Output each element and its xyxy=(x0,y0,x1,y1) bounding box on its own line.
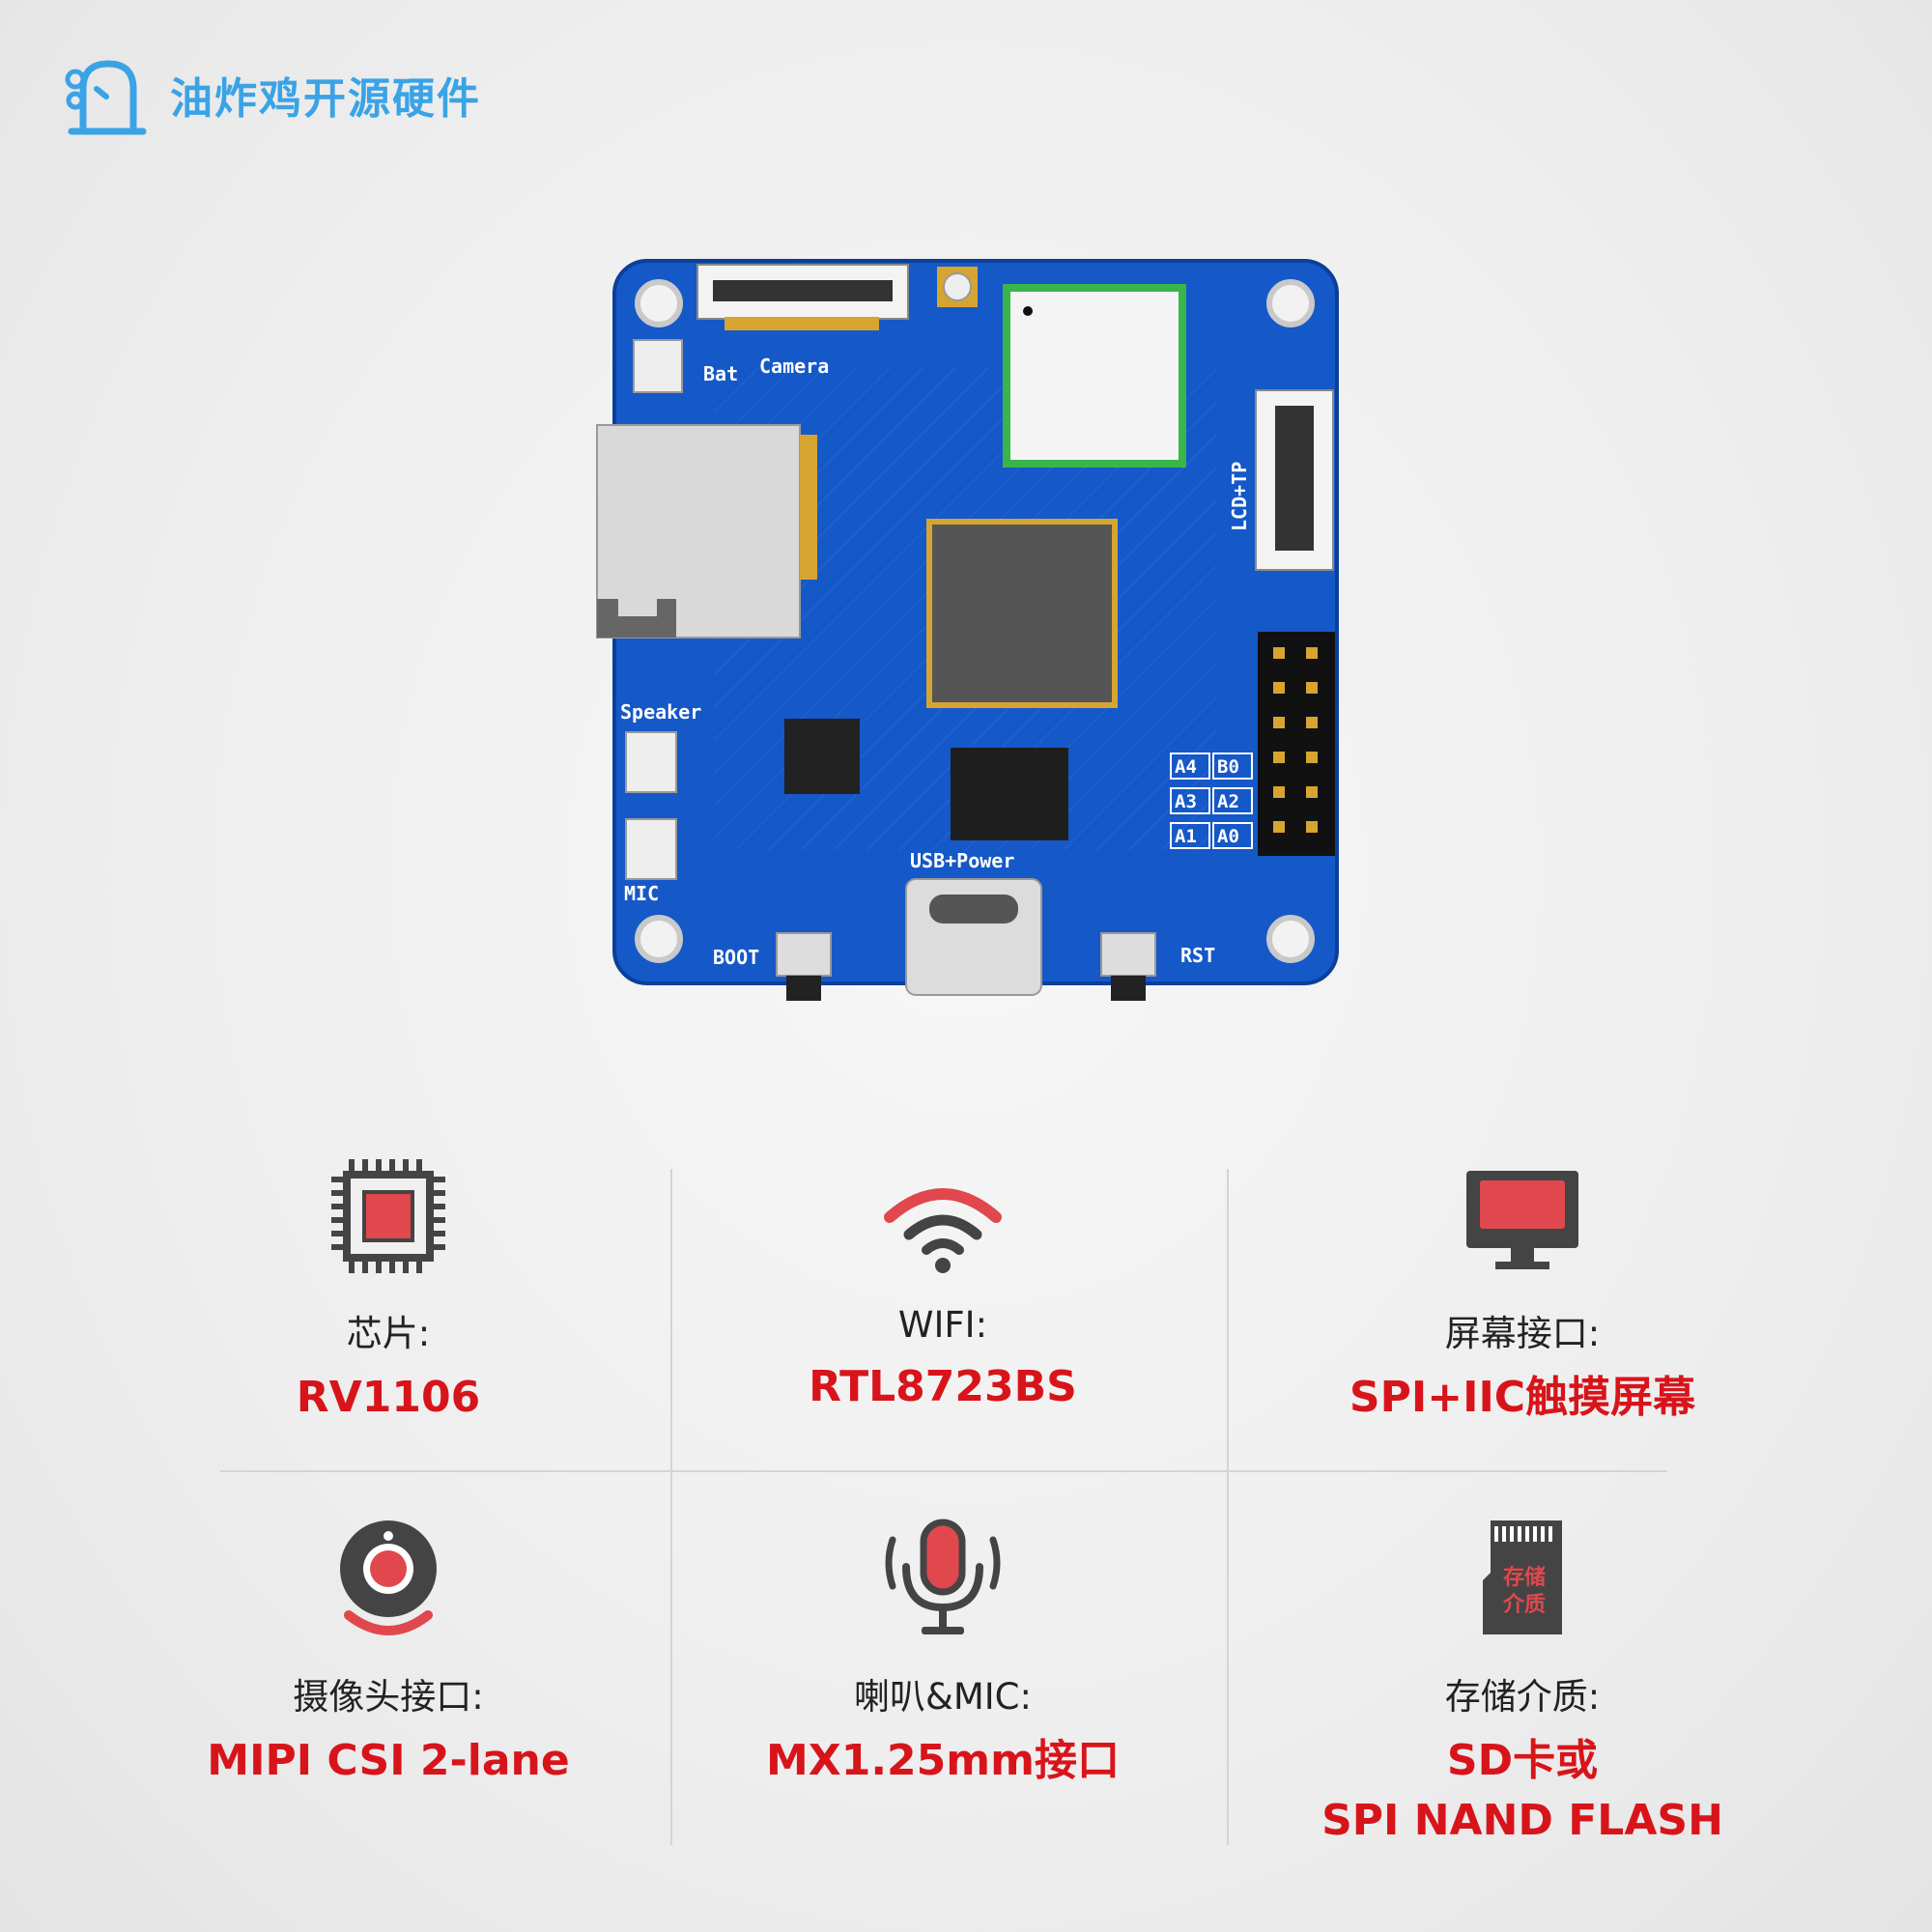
spec-audio-label: 喇叭&MIC: xyxy=(854,1676,1032,1718)
spec-audio-value: MX1.25mm接口 xyxy=(766,1736,1120,1785)
brand-header: 油炸鸡开源硬件 xyxy=(62,50,481,139)
silk-lcd-tp: LCD+TP xyxy=(1228,462,1251,531)
microphone-icon xyxy=(885,1519,1001,1634)
spec-audio: 喇叭&MIC: MX1.25mm接口 xyxy=(672,1513,1213,1791)
spec-storage-value-line2: SPI NAND FLASH xyxy=(1321,1796,1723,1845)
spec-chip-label: 芯片: xyxy=(346,1313,431,1354)
spec-camera-label: 摄像头接口: xyxy=(293,1676,484,1718)
pin-label-a3: A3 xyxy=(1175,791,1197,812)
pcb-board-drawing: Bat Camera Speaker MIC USB+Power BOOT RS… xyxy=(596,259,1339,1001)
brand-name: 油炸鸡开源硬件 xyxy=(170,74,481,124)
spec-camera: 摄像头接口: MIPI CSI 2-lane xyxy=(118,1513,659,1791)
spec-storage-value-line1: SD卡或 xyxy=(1446,1736,1599,1785)
spec-storage-label: 存储介质: xyxy=(1444,1676,1601,1718)
pin-label-b0: B0 xyxy=(1217,756,1239,778)
silk-speaker: Speaker xyxy=(620,700,701,724)
pin-label-a1: A1 xyxy=(1175,826,1197,847)
wifi-icon xyxy=(884,1188,1002,1273)
pin-label-a4: A4 xyxy=(1175,756,1197,778)
sd-card-icon: 存储 介质 xyxy=(1483,1520,1562,1634)
pcb-board-image: Bat Camera Speaker MIC USB+Power BOOT RS… xyxy=(580,251,1352,1005)
monitor-icon xyxy=(1466,1171,1578,1269)
spec-wifi-value: RTL8723BS xyxy=(809,1362,1077,1411)
spec-storage-value: SD卡或 SPI NAND FLASH xyxy=(1252,1731,1793,1851)
spec-screen-label: 屏幕接口: xyxy=(1444,1313,1601,1354)
silk-camera: Camera xyxy=(759,355,829,378)
chip-icon xyxy=(331,1159,445,1273)
sd-card-text-1: 存储 xyxy=(1503,1565,1546,1590)
pin-label-a2: A2 xyxy=(1217,791,1239,812)
spec-storage: 存储 介质 存储介质: SD卡或 SPI NAND FLASH xyxy=(1252,1513,1793,1851)
spec-chip: 芯片: RV1106 xyxy=(118,1150,659,1428)
spec-screen-value: SPI+IIC触摸屏幕 xyxy=(1349,1373,1696,1422)
silk-rst: RST xyxy=(1180,944,1215,967)
silk-usb-power: USB+Power xyxy=(910,849,1014,872)
silk-bat: Bat xyxy=(703,362,738,385)
divider-vertical-1 xyxy=(670,1169,672,1845)
silk-boot: BOOT xyxy=(713,946,759,969)
spec-chip-value: RV1106 xyxy=(296,1373,481,1422)
sd-card-text-2: 介质 xyxy=(1502,1592,1546,1617)
camera-icon xyxy=(340,1520,437,1635)
spec-wifi-label: WIFI: xyxy=(897,1304,988,1346)
silk-mic: MIC xyxy=(624,882,659,905)
chick-logo-icon xyxy=(65,60,147,135)
spec-wifi: WIFI: RTL8723BS xyxy=(672,1150,1213,1417)
spec-screen: 屏幕接口: SPI+IIC触摸屏幕 xyxy=(1252,1150,1793,1428)
divider-vertical-2 xyxy=(1227,1169,1229,1845)
divider-horizontal xyxy=(220,1470,1667,1472)
spec-camera-value: MIPI CSI 2-lane xyxy=(207,1736,570,1785)
pin-label-a0: A0 xyxy=(1217,826,1239,847)
